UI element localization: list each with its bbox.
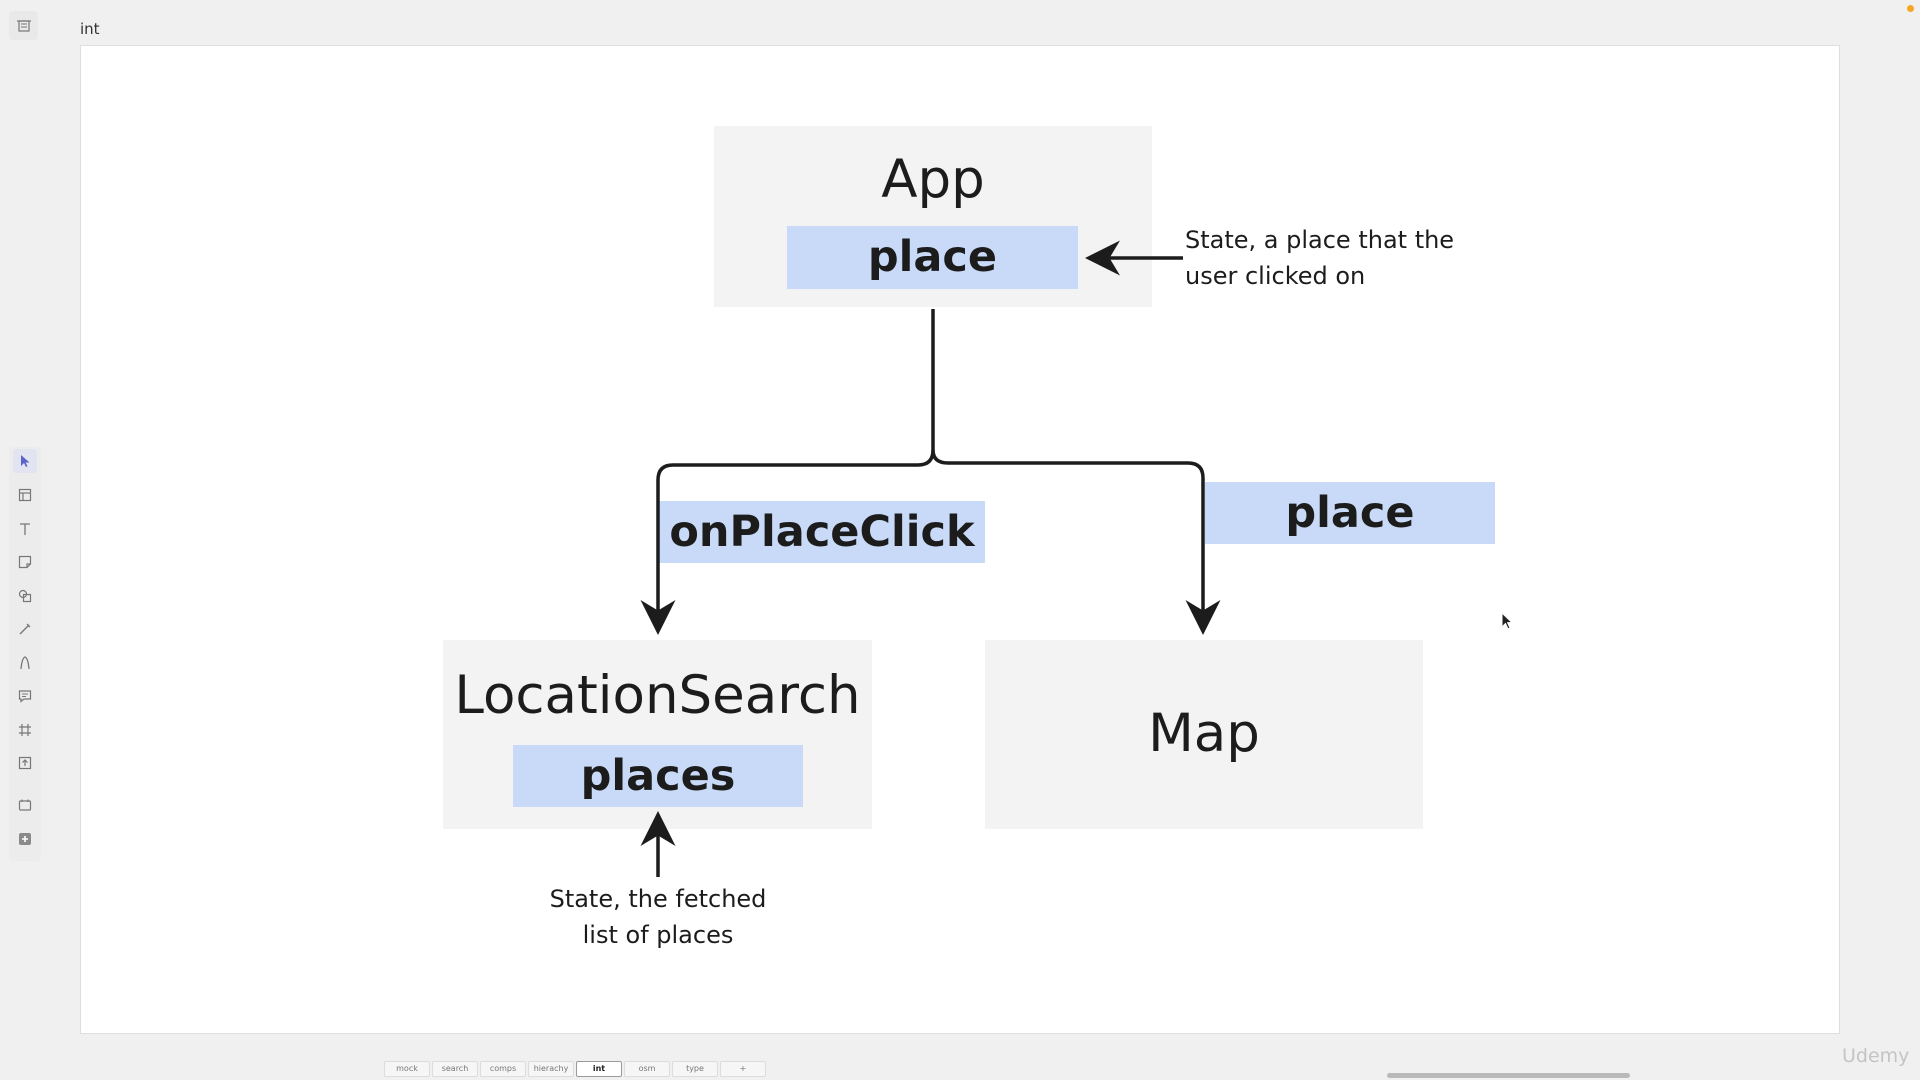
template-tool[interactable] [13,483,37,507]
pointer-icon [21,455,30,467]
add-icon [19,833,31,845]
text-tool[interactable] [13,517,37,541]
places-state-note[interactable]: State, the fetched list of places [513,881,803,953]
udemy-watermark: Udemy [1842,1045,1910,1067]
shapes-icon [18,589,32,603]
sticky-note-icon [18,555,32,569]
left-toolbar [9,447,41,861]
map-component-node[interactable]: Map [985,640,1423,829]
places-state-note-line2: list of places [582,921,734,949]
select-tool[interactable] [13,449,37,473]
upload-tool[interactable] [13,751,37,775]
horizontal-scrollbar[interactable] [1387,1073,1630,1078]
apps-tool[interactable] [13,793,37,817]
map-node-title: Map [1148,703,1260,764]
comment-tool[interactable] [13,684,37,708]
app-state-note[interactable]: State, a place that the user clicked on [1185,222,1454,294]
upload-icon [18,756,32,770]
location-search-node-title: LocationSearch [454,665,861,726]
connector-tool[interactable] [13,651,37,675]
text-icon [20,523,30,535]
pen-tool[interactable] [13,617,37,641]
tab-hierachy[interactable]: hierachy [528,1061,574,1077]
tab-mock[interactable]: mock [384,1061,430,1077]
frame-tool[interactable] [13,718,37,742]
mouse-cursor-icon [1501,612,1514,630]
app-state-chip[interactable]: place [787,226,1078,289]
tab-int[interactable]: int [576,1061,622,1077]
tab-osm[interactable]: osm [624,1061,670,1077]
tab-type[interactable]: type [672,1061,718,1077]
apps-icon [18,799,32,811]
place-prop-chip[interactable]: place [1205,482,1495,544]
template-icon [18,488,32,502]
location-search-state-chip[interactable]: places [513,745,803,807]
shapes-tool[interactable] [13,584,37,608]
comment-icon [18,690,32,703]
frame-title[interactable]: int [80,20,100,38]
frame-tab-bar: mock search comps hierachy int osm type … [384,1061,766,1078]
app-state-note-line1: State, a place that the [1185,226,1455,254]
add-tool[interactable] [13,827,37,851]
connector-icon [20,656,30,670]
tab-search[interactable]: search [432,1061,478,1077]
app-node-title: App [881,149,985,210]
frame-icon [16,19,31,32]
on-place-click-prop-chip[interactable]: onPlaceClick [659,501,985,563]
frame-tool-icon [19,724,31,736]
notification-dot [1907,5,1914,12]
sticky-note-tool[interactable] [13,550,37,574]
tab-comps[interactable]: comps [480,1061,526,1077]
frame-list-button[interactable] [9,11,38,40]
add-frame-tab[interactable]: + [720,1061,766,1077]
app-state-note-line2: user clicked on [1185,262,1366,290]
pen-icon [19,623,31,635]
places-state-note-line1: State, the fetched [549,885,767,913]
